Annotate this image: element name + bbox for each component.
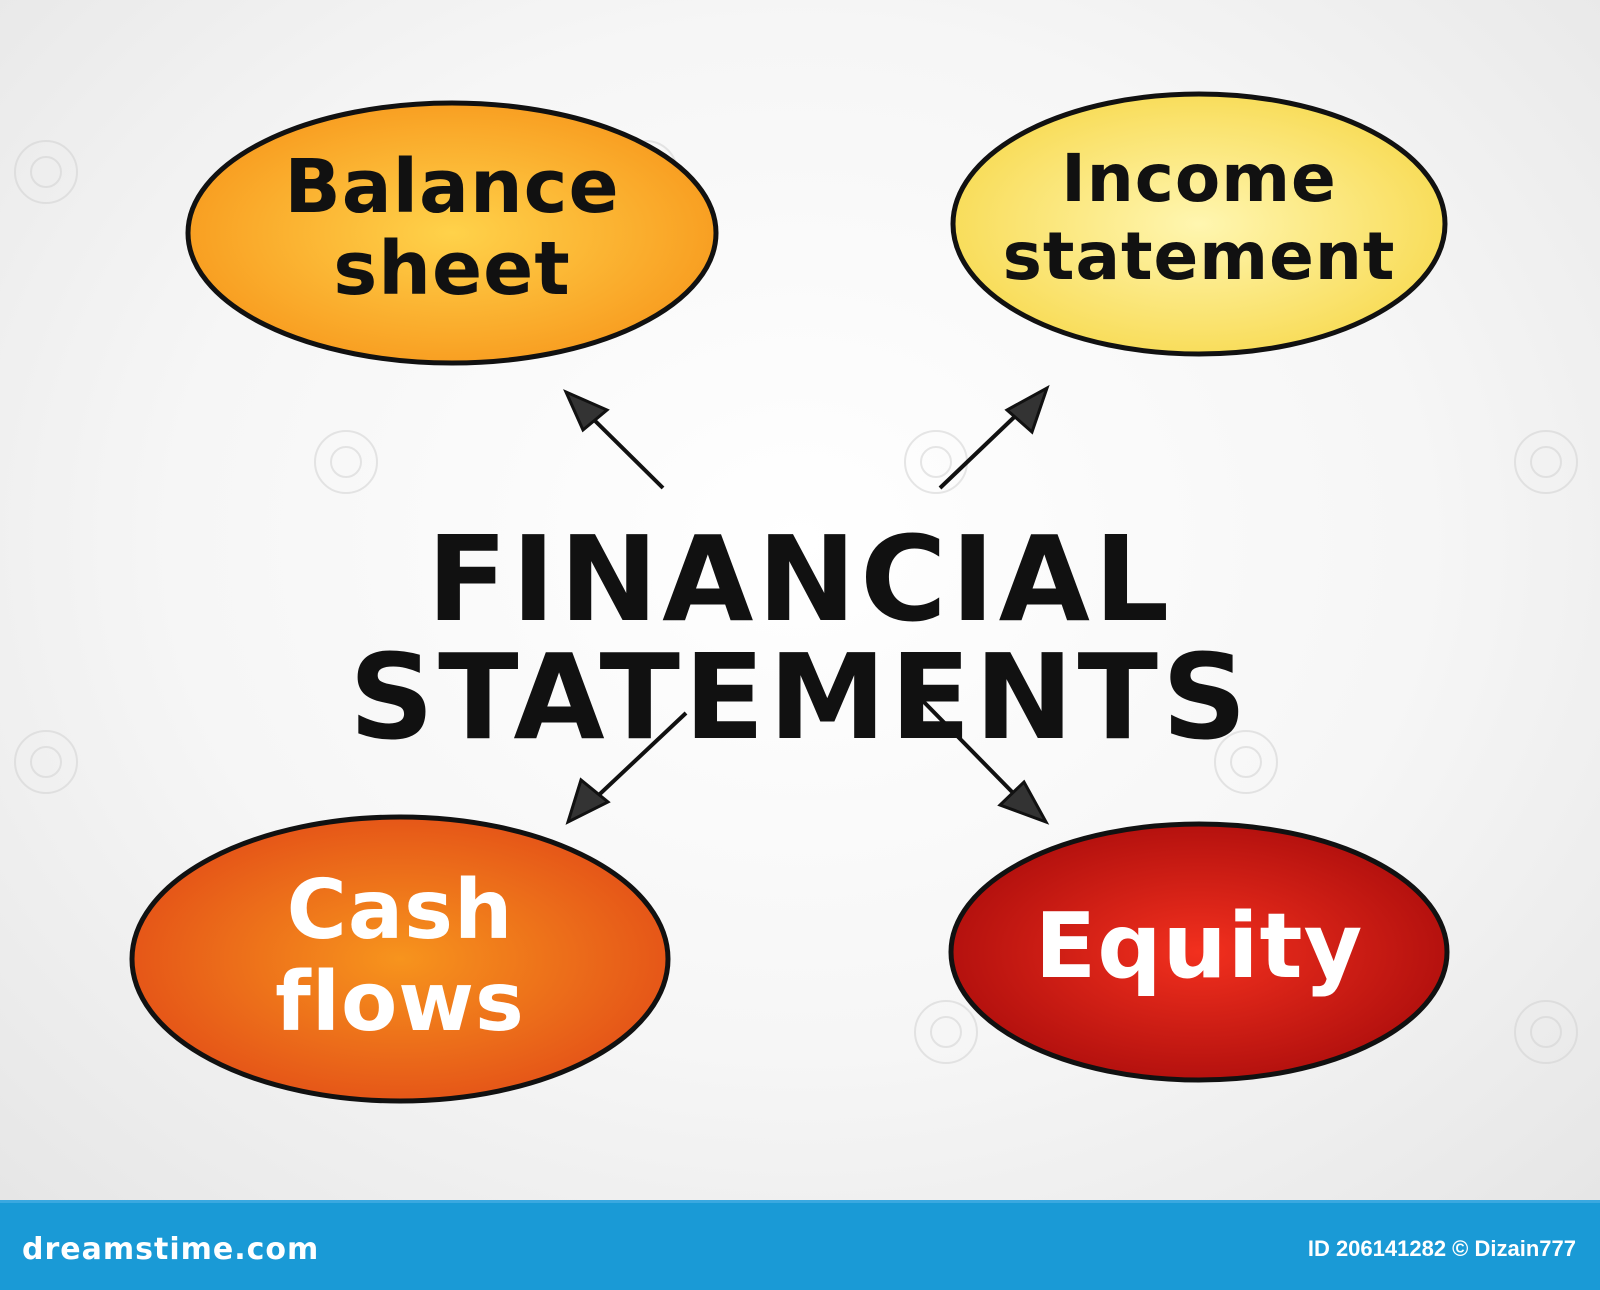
equity-line1: Equity <box>1034 894 1364 999</box>
watermark-icon <box>1514 430 1578 494</box>
footer-credit: ID 206141282 © Dizain777 <box>1307 1236 1576 1261</box>
watermark-icon <box>314 430 378 494</box>
income-statement-line1: Income <box>1061 140 1337 217</box>
income-statement-line2: statement <box>1002 218 1396 295</box>
equity-node <box>948 821 1450 1083</box>
arrow-to-cash-flows <box>565 711 688 825</box>
watermark-icon <box>14 140 78 204</box>
footer-divider <box>0 1200 1600 1203</box>
income-statement-label: Income statement <box>989 146 1409 290</box>
diagram-svg <box>129 91 1450 1104</box>
balance-sheet-line1: Balance <box>284 144 620 230</box>
watermark-icon <box>914 1000 978 1064</box>
equity-label: Equity <box>999 902 1399 992</box>
arrow-to-balance-sheet <box>563 389 665 490</box>
cash-flows-line1: Cash <box>286 863 514 958</box>
watermark-icon <box>1214 730 1278 794</box>
watermark-icon <box>14 730 78 794</box>
cash-flows-label: Cash flows <box>200 870 600 1044</box>
balance-sheet-node <box>185 100 719 366</box>
footer-brand[interactable]: dreamstime.com <box>22 1232 320 1267</box>
arrow-to-equity <box>918 696 1050 825</box>
cash-flows-node <box>129 814 671 1104</box>
balance-sheet-line2: sheet <box>333 226 571 312</box>
cash-flows-line2: flows <box>275 955 525 1050</box>
income-statement-node <box>950 91 1448 357</box>
diagram-canvas: Balance sheet Income statement Cash flow… <box>0 0 1600 1200</box>
watermark-icon <box>1514 1000 1578 1064</box>
footer-bar <box>0 1200 1600 1290</box>
arrow-to-income-statement <box>938 384 1050 490</box>
central-topic-title: FINANCIAL STATEMENTS <box>349 510 1251 766</box>
balance-sheet-label: Balance sheet <box>252 150 652 306</box>
